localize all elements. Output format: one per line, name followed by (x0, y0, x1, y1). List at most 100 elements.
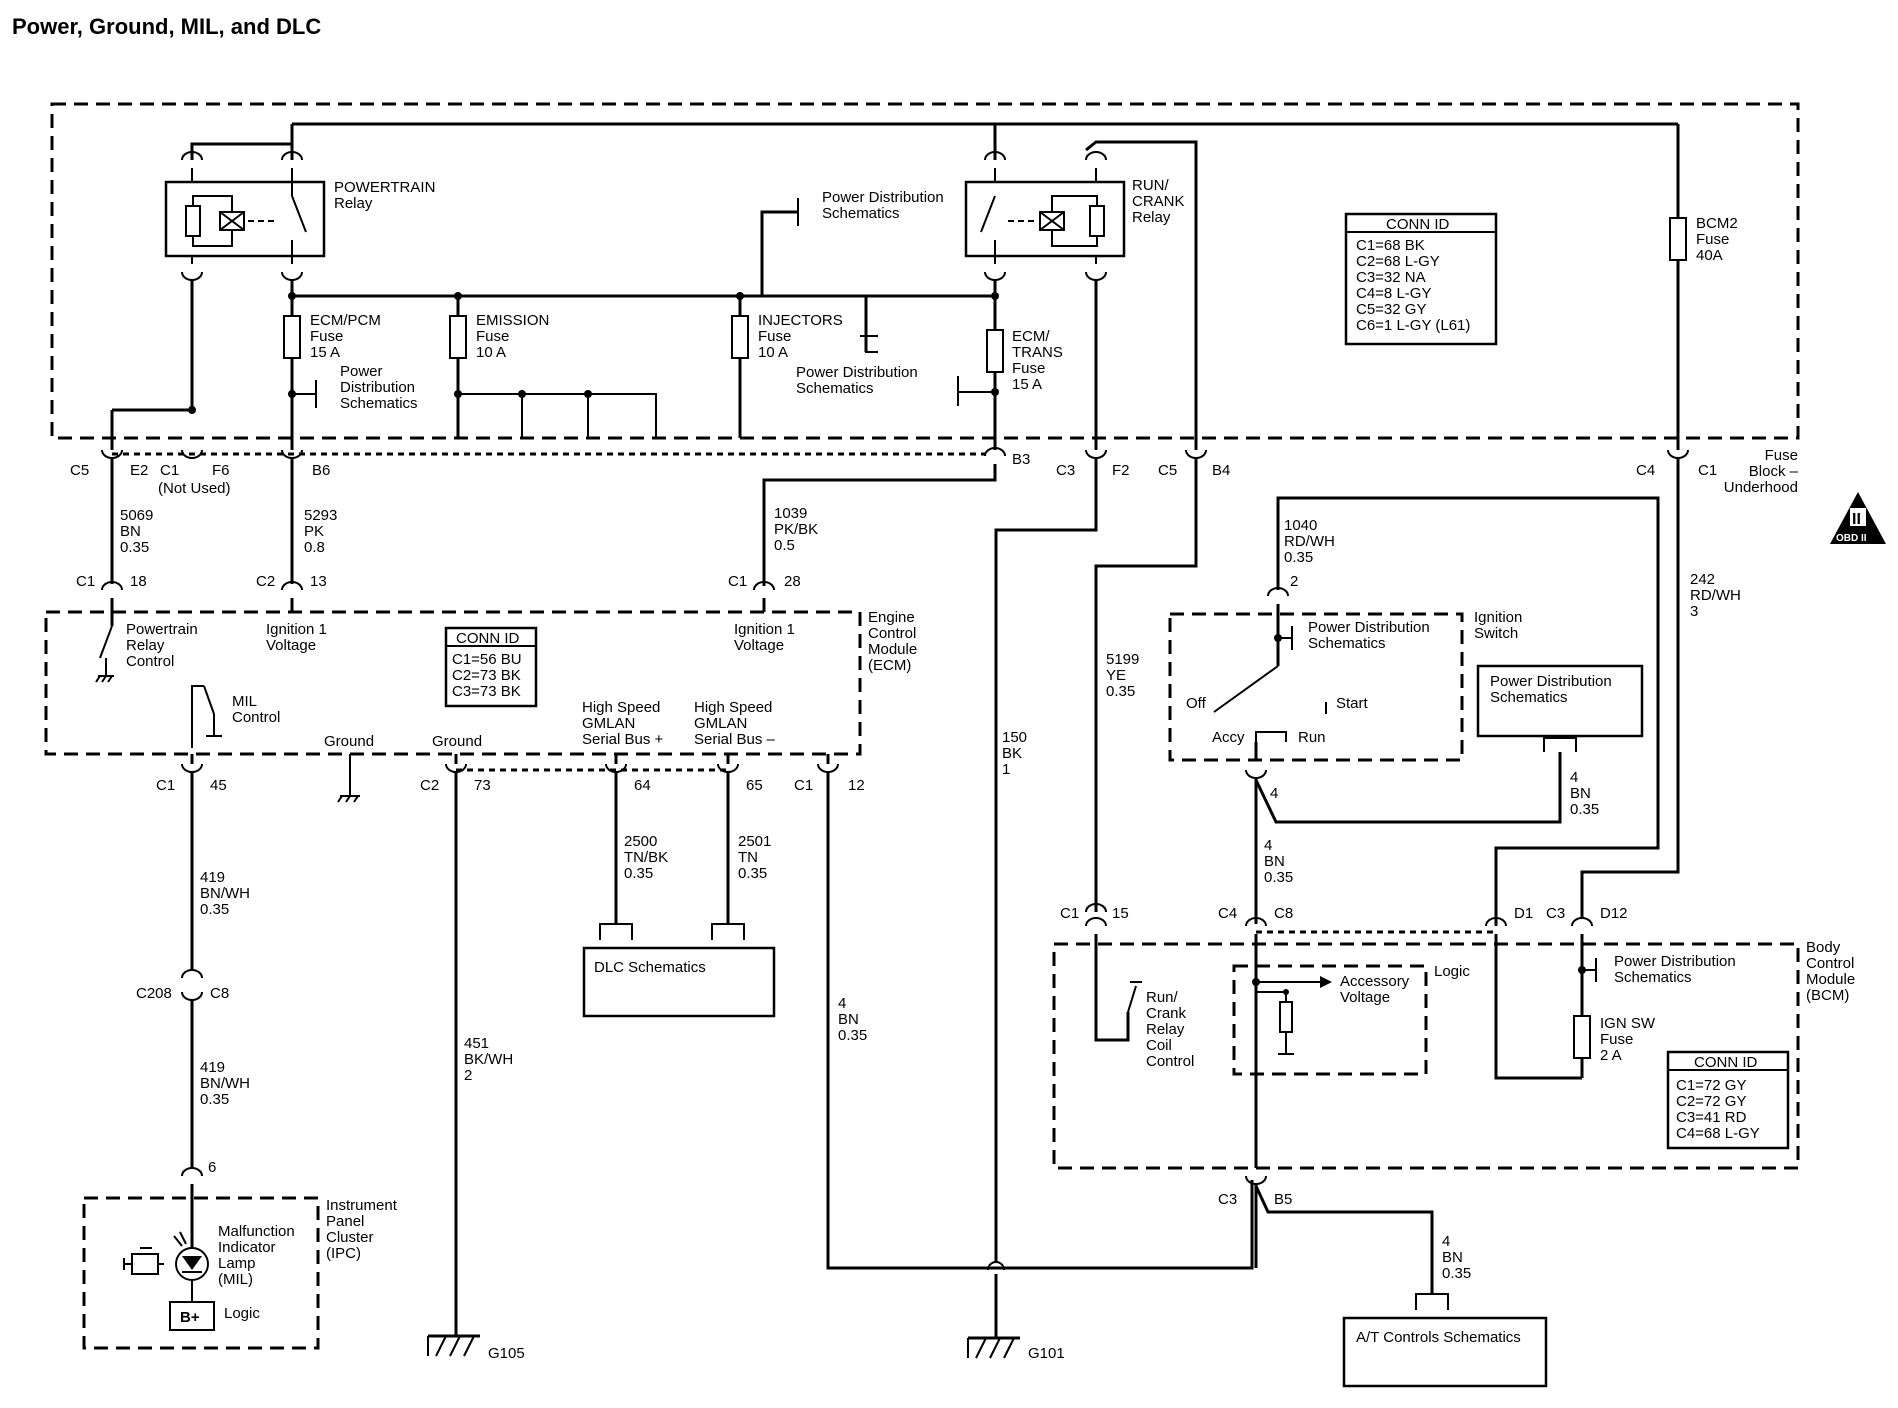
ecm-ptr-ctrl-l2: Relay (126, 637, 165, 654)
ecm-conn-id-0: C1=56 BU (452, 651, 522, 668)
w419a-l3: 0.35 (200, 901, 229, 918)
w4a-l2: BN (838, 1011, 859, 1028)
pds-left-l2: Distribution (340, 379, 415, 396)
fuse-ecm-pcm: ECM/PCM Fuse 15 A Power Distribution Sch… (283, 312, 418, 450)
dlc-schematics-box[interactable]: DLC Schematics (582, 946, 776, 1018)
g101-label: G101 (1028, 1345, 1065, 1362)
ecm-hs-plus-l3: Serial Bus + (582, 731, 664, 748)
fuse-block-name-1: Fuse (1765, 447, 1798, 464)
w1040-l2: RD/WH (1284, 533, 1335, 550)
w1040-l3: 0.35 (1284, 549, 1313, 566)
ecm-c2-73: C2 (420, 777, 439, 794)
w150-l3: 1 (1002, 761, 1010, 778)
w1039-l3: 0.5 (774, 537, 795, 554)
bcm-d12: D12 (1600, 905, 1628, 922)
fuse-ecm-trans-l2: TRANS (1012, 344, 1063, 361)
ipc-mil-l4: (MIL) (218, 1271, 253, 1288)
run-crank-relay-l3: Relay (1132, 209, 1171, 226)
ecm-n28: 28 (784, 573, 801, 590)
ecm-conn-id-1: C2=73 BK (452, 667, 521, 684)
ign-pds-l2: Schematics (1308, 635, 1386, 652)
w2501-l2: TN (738, 849, 758, 866)
bcm-d1: D1 (1514, 905, 1533, 922)
w242-l2: RD/WH (1690, 587, 1741, 604)
ecm-c1-28: C1 (728, 573, 747, 590)
ecm-module: C1 18 C2 13 C1 28 Powertrain Relay Contr… (44, 573, 917, 803)
w2501-l1: 2501 (738, 833, 771, 850)
conn-f6: F6 (212, 462, 230, 479)
fuse-injectors: INJECTORS Fuse 10 A (731, 296, 843, 438)
page-title: Power, Ground, MIL, and DLC (12, 14, 321, 39)
bcm-n15: 15 (1112, 905, 1129, 922)
w451-l3: 2 (464, 1067, 472, 1084)
fuse-conn-id-title: CONN ID (1386, 216, 1450, 233)
pds-mid-l1: Power Distribution (796, 364, 918, 381)
w150-l2: BK (1002, 745, 1022, 762)
ipc-name-l2: Panel (326, 1213, 364, 1230)
conn-c1a: C1 (160, 462, 179, 479)
ecm-c2-13: C2 (256, 573, 275, 590)
w5293-l3: 0.8 (304, 539, 325, 556)
w1040-l1: 1040 (1284, 517, 1317, 534)
fuse-ecm-trans-l4: 15 A (1012, 376, 1042, 393)
fuse-emission-l1: EMISSION (476, 312, 549, 329)
ecm-n73: 73 (474, 777, 491, 794)
fuse-injectors-l2: Fuse (758, 328, 791, 345)
dlc-label: DLC Schematics (594, 959, 706, 976)
obd-symbol: II (1852, 511, 1861, 528)
ecm-ptr-ctrl-l3: Control (126, 653, 174, 670)
ecm-mil-ctrl-l1: MIL (232, 693, 257, 710)
w451-l1: 451 (464, 1035, 489, 1052)
ecm-mil-ctrl-l2: Control (232, 709, 280, 726)
ignition-switch: Power Distribution Schematics Off Start … (1168, 604, 1522, 762)
bcm-acc-l2: Voltage (1340, 989, 1390, 1006)
ecm-hs-minus-l1: High Speed (694, 699, 772, 716)
w242-l1: 242 (1690, 571, 1715, 588)
bcm-ign-sw-l1: IGN SW (1600, 1015, 1656, 1032)
ecm-conn-id-2: C3=73 BK (452, 683, 521, 700)
bcm-name-l2: Control (1806, 955, 1854, 972)
w4c-l1: 4 (1570, 769, 1578, 786)
pds-right-box[interactable]: Power Distribution Schematics (1476, 664, 1644, 738)
w5199-l2: YE (1106, 667, 1126, 684)
conn-c4a: C4 (1636, 462, 1655, 479)
w419b-l2: BN/WH (200, 1075, 250, 1092)
pds-top: Power Distribution Schematics (760, 189, 944, 296)
conn-not-used: (Not Used) (158, 480, 231, 497)
at-controls-schematics-box[interactable]: A/T Controls Schematics (1342, 1316, 1548, 1388)
bcm-conn-id-0: C1=72 GY (1676, 1077, 1746, 1094)
conn-c208: C208 (136, 985, 172, 1002)
w4d-l3: 0.35 (1442, 1265, 1471, 1282)
ign-pds-l1: Power Distribution (1308, 619, 1430, 636)
ecm-conn-id-title: CONN ID (456, 630, 520, 647)
ign-start: Start (1336, 695, 1369, 712)
conn-c8: C8 (210, 985, 229, 1002)
w419b-l3: 0.35 (200, 1091, 229, 1108)
w150-l1: 150 (1002, 729, 1027, 746)
w4d-l1: 4 (1442, 1233, 1450, 1250)
ign-name-l1: Ignition (1474, 609, 1522, 626)
ign-n4: 4 (1270, 785, 1278, 802)
bcm-top-connectors: C1 15 C4 C8 D1 C3 D12 (1060, 905, 1628, 934)
ecm-ground1: Ground (324, 733, 374, 750)
w1039-l1: 1039 (774, 505, 807, 522)
ecm-bottom-connectors: C1 45 C2 73 64 65 C1 12 (156, 754, 865, 794)
w5069-l2: BN (120, 523, 141, 540)
w1039-l2: PK/BK (774, 521, 818, 538)
fuse-conn-id-0: C1=68 BK (1356, 237, 1425, 254)
w4c-l3: 0.35 (1570, 801, 1599, 818)
obd-ii-icon: II OBD II (1830, 492, 1886, 544)
fuse-bcm2-l2: Fuse (1696, 231, 1729, 248)
bcm-c1: C1 (1060, 905, 1079, 922)
ecm-name-l2: Control (868, 625, 916, 642)
w5293-l1: 5293 (304, 507, 337, 524)
ign-n2: 2 (1290, 573, 1298, 590)
ipc-mil-l2: Indicator (218, 1239, 276, 1256)
conn-c3a: C3 (1056, 462, 1075, 479)
ipc-n6: 6 (208, 1159, 216, 1176)
g105-label: G105 (488, 1345, 525, 1362)
bcm-name-l1: Body (1806, 939, 1841, 956)
bcm-rc-l1: Run/ (1146, 989, 1179, 1006)
fuse-block-connectors: C5 E2 C1 F6 (Not Used) B6 B3 C3 F2 C5 B4… (70, 447, 1717, 497)
w2500-l1: 2500 (624, 833, 657, 850)
